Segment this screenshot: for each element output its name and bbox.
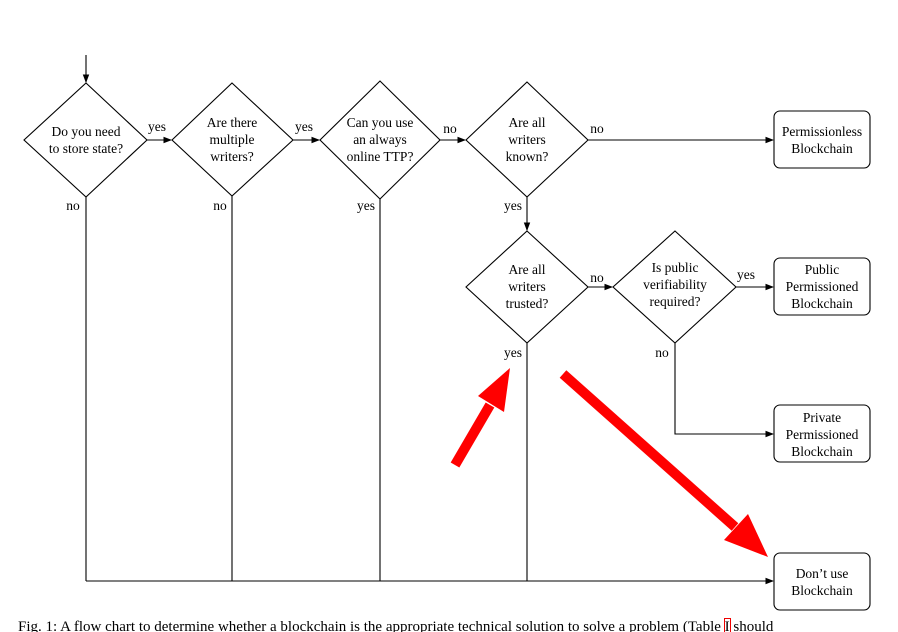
edge-label: yes [295, 119, 313, 134]
edge-label: yes [504, 198, 522, 213]
edge-label: yes [504, 345, 522, 360]
edge-label: yes [148, 119, 166, 134]
table-reference-link[interactable]: I [723, 618, 731, 632]
edge-label: no [590, 121, 604, 136]
box-dont-use [773, 552, 871, 611]
edge-label: yes [357, 198, 375, 213]
edge-label: no [655, 345, 669, 360]
decision-store-state [23, 82, 148, 198]
box-permissionless [773, 110, 871, 169]
edge-label: no [590, 270, 604, 285]
edge-label: no [213, 198, 227, 213]
caption-text: Fig. 1: A flow chart to determine whethe… [18, 619, 725, 632]
edge-label: no [443, 121, 457, 136]
caption-text: should [729, 619, 774, 632]
edge-label: no [66, 198, 80, 213]
edge-label: yes [737, 267, 755, 282]
edge [674, 343, 775, 438]
red-arrow-annotation [450, 368, 510, 468]
figure-caption: Fig. 1: A flow chart to determine whethe… [18, 618, 774, 632]
red-arrow-annotation [559, 370, 768, 557]
